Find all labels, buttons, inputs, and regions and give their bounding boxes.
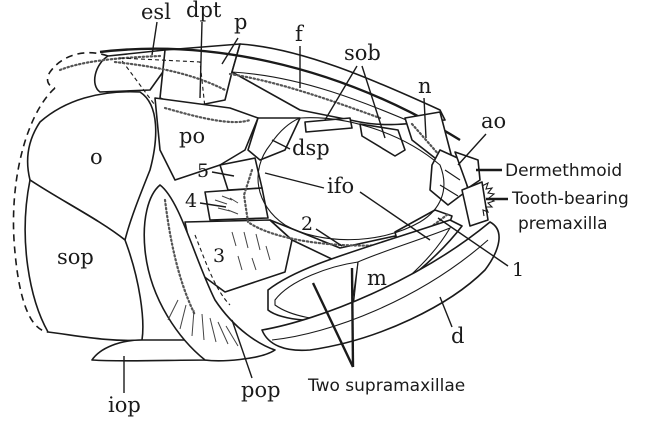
leader-sob-1 xyxy=(324,65,358,121)
label-d: d xyxy=(451,324,464,348)
dermopterotic-canal xyxy=(113,60,227,92)
leader-supramaxilla-1 xyxy=(311,282,355,368)
extrascapular-outline xyxy=(46,52,109,89)
frontal-canal xyxy=(228,72,382,120)
leader-sob-2 xyxy=(361,65,386,139)
label-sob: sob xyxy=(344,41,381,65)
label-4: 4 xyxy=(185,190,197,212)
leader-p xyxy=(221,37,239,65)
label-esl: esl xyxy=(141,0,171,24)
leader-d xyxy=(439,296,453,328)
leader-ifo-1 xyxy=(264,172,325,189)
label-sop: sop xyxy=(57,245,94,269)
skull-roof-edge xyxy=(99,47,461,142)
infraorbital-4 xyxy=(204,187,269,221)
leader-dsp xyxy=(271,139,291,150)
postorbital-canal xyxy=(163,106,252,124)
supramaxilla-1 xyxy=(274,261,359,321)
label-po: po xyxy=(179,124,205,148)
supraorbital-1 xyxy=(304,117,353,133)
interopercle xyxy=(91,339,211,362)
label-iop: iop xyxy=(108,393,141,417)
infraorbital-4-pores xyxy=(214,195,239,215)
label-dsp: dsp xyxy=(292,136,330,160)
label-o: o xyxy=(90,145,103,169)
leader-2 xyxy=(315,228,343,247)
orbit-rim xyxy=(257,117,445,241)
label-n: n xyxy=(418,74,432,98)
leader-4 xyxy=(199,202,227,208)
label-f: f xyxy=(295,22,305,46)
label-ifo: ifo xyxy=(327,174,354,198)
supraorbital-2 xyxy=(359,123,406,157)
label-m: m xyxy=(367,266,387,290)
nasal-canal xyxy=(410,122,442,158)
label-dermethmoid: Dermethmoid xyxy=(505,161,622,181)
subopercle-dashed-edge xyxy=(12,87,56,333)
label-pop: pop xyxy=(241,378,281,402)
leader-1 xyxy=(437,217,509,267)
leader-supramaxilla-2 xyxy=(350,267,355,368)
dentary xyxy=(261,221,500,352)
preopercle-radiating-canals xyxy=(167,299,239,347)
leader-5 xyxy=(211,171,235,177)
label-ao: ao xyxy=(481,109,506,133)
label-5: 5 xyxy=(197,160,209,182)
premaxilla-bone xyxy=(461,181,489,227)
infraorbital-3-pores xyxy=(231,231,271,271)
label-2: 2 xyxy=(301,213,313,235)
preopercle-inner-line xyxy=(194,234,231,306)
leader-pop xyxy=(231,319,253,379)
preopercle-canal xyxy=(163,198,197,317)
extrascapular-canal xyxy=(58,54,162,72)
postorbital xyxy=(154,97,259,181)
leader-n xyxy=(423,97,427,139)
label-tooth-bearing: Tooth-bearing xyxy=(511,189,629,209)
leader-ifo-2 xyxy=(359,191,431,241)
label-two-supramaxillae: Two supramaxillae xyxy=(307,376,465,396)
label-dpt: dpt xyxy=(186,0,222,22)
leader-esl xyxy=(151,21,158,56)
leader-ao xyxy=(457,133,487,166)
label-p: p xyxy=(234,10,247,34)
leader-dpt xyxy=(199,21,203,99)
dentary-inner xyxy=(271,239,489,341)
antorbital-detail xyxy=(439,169,461,197)
label-3: 3 xyxy=(213,245,225,267)
preopercle xyxy=(143,184,276,362)
label-1: 1 xyxy=(512,259,524,281)
label-premaxilla: premaxilla xyxy=(518,214,608,234)
